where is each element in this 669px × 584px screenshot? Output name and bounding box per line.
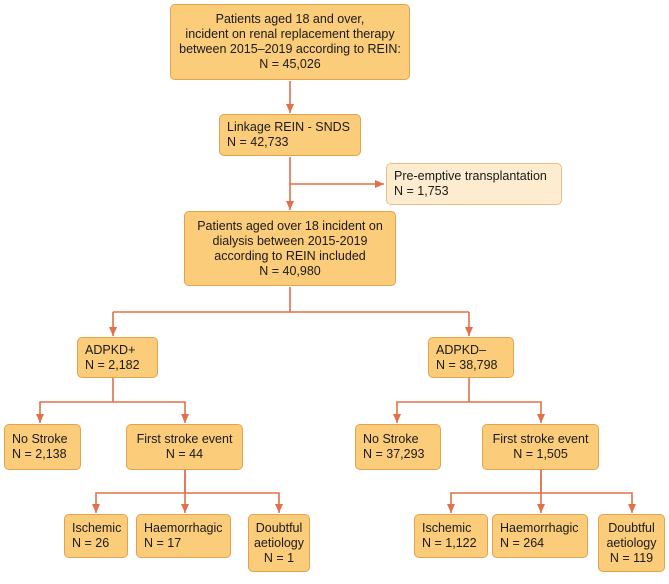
box-neg-doubtful-line-2: aetiology: [606, 535, 657, 550]
box-pos-ischemic: Ischemic N = 26: [64, 514, 128, 558]
split-neg-first-right: [541, 492, 636, 513]
box-incident-rrt-line-2: incident on renal replacement therapy: [185, 27, 395, 41]
box-pos-doubtful-line-3: N = 1: [263, 550, 295, 565]
box-neg-doubtful-line-1: Doubtful: [608, 520, 655, 535]
split-adpkd-neg: [393, 378, 470, 423]
box-neg-first-stroke-line-1: First stroke event: [492, 432, 589, 446]
box-pos-doubtful-line-2: aetiology: [253, 535, 305, 550]
box-preemptive-line-2: N = 1,753: [394, 184, 449, 198]
box-neg-no-stroke: No Stroke N = 37,293: [355, 424, 441, 470]
box-dialysis-line-2: dialysis between 2015-2019: [212, 233, 368, 248]
split-adpkd-pos: [36, 378, 114, 423]
box-neg-ischemic: Ischemic N = 1,122: [414, 514, 488, 558]
box-neg-haemorrhagic-line-2: N = 264: [500, 536, 545, 550]
box-linkage: Linkage REIN - SNDS N = 42,733: [219, 114, 361, 156]
box-neg-doubtful-line-3: N = 119: [609, 550, 654, 565]
box-adpkd-negative: ADPKD– N = 38,798: [428, 337, 514, 378]
split-adpkd-neg-right: [469, 401, 545, 423]
split-neg-first-left: [447, 470, 542, 513]
box-pos-ischemic-line-2: N = 26: [72, 536, 110, 550]
box-pos-no-stroke-line-1: No Stroke: [12, 432, 68, 446]
box-pos-first-stroke: First stroke event N = 44: [126, 424, 243, 470]
split-dialysis: [113, 287, 291, 313]
box-pos-first-stroke-line-2: N = 44: [165, 447, 204, 461]
box-neg-doubtful: Doubtful aetiology N = 119: [598, 514, 665, 572]
box-pos-haemorrhagic: Haemorrhagic N = 17: [136, 514, 231, 558]
box-neg-haemorrhagic: Haemorrhagic N = 264: [492, 514, 588, 558]
box-adpkd-negative-line-1: ADPKD–: [436, 342, 487, 357]
box-neg-ischemic-line-2: N = 1,122: [422, 536, 477, 550]
box-preemptive-transplantation: Pre-emptive transplantation N = 1,753: [386, 163, 562, 205]
box-pos-ischemic-line-1: Ischemic: [72, 521, 122, 535]
split-pos-first-left: [92, 470, 186, 513]
box-adpkd-positive: ADPKD+ N = 2,182: [77, 337, 158, 378]
box-incident-rrt-line-1: Patients aged 18 and over,: [215, 12, 365, 26]
box-neg-no-stroke-line-1: No Stroke: [363, 432, 419, 446]
box-adpkd-positive-line-1: ADPKD+: [85, 342, 136, 357]
box-neg-haemorrhagic-line-1: Haemorrhagic: [500, 521, 579, 535]
box-adpkd-positive-line-2: N = 2,182: [85, 357, 140, 372]
box-dialysis-included: Patients aged over 18 incident on dialys…: [184, 211, 396, 286]
box-preemptive-line-1: Pre-emptive transplantation: [394, 169, 547, 183]
box-pos-doubtful: Doubtful aetiology N = 1: [248, 514, 310, 572]
box-adpkd-negative-line-2: N = 38,798: [436, 357, 498, 372]
box-linkage-line-2: N = 42,733: [227, 135, 289, 149]
box-pos-haemorrhagic-line-2: N = 17: [144, 536, 182, 550]
box-neg-ischemic-line-1: Ischemic: [422, 521, 472, 535]
box-pos-no-stroke-line-2: N = 2,138: [12, 447, 67, 461]
box-incident-rrt-line-4: N = 45,026: [259, 57, 321, 71]
box-linkage-line-1: Linkage REIN - SNDS: [227, 120, 350, 134]
box-dialysis-line-1: Patients aged over 18 incident on: [197, 218, 383, 233]
box-pos-no-stroke: No Stroke N = 2,138: [4, 424, 81, 470]
split-adpkd-pos-right: [113, 401, 189, 423]
box-neg-first-stroke: First stroke event N = 1,505: [482, 424, 599, 470]
split-pos-first-right: [185, 492, 283, 513]
box-incident-rrt-line-3: between 2015–2019 according to REIN:: [179, 42, 401, 56]
box-pos-first-stroke-line-1: First stroke event: [136, 432, 233, 446]
box-dialysis-line-4: N = 40,980: [259, 263, 321, 278]
box-pos-doubtful-line-1: Doubtful: [255, 520, 303, 535]
box-neg-no-stroke-line-2: N = 37,293: [363, 447, 425, 461]
box-dialysis-line-3: according to REIN included: [214, 248, 366, 263]
box-neg-first-stroke-line-2: N = 1,505: [513, 447, 568, 461]
box-pos-haemorrhagic-line-1: Haemorrhagic: [144, 521, 223, 535]
box-incident-rrt: Patients aged 18 and over, incident on r…: [170, 4, 410, 80]
